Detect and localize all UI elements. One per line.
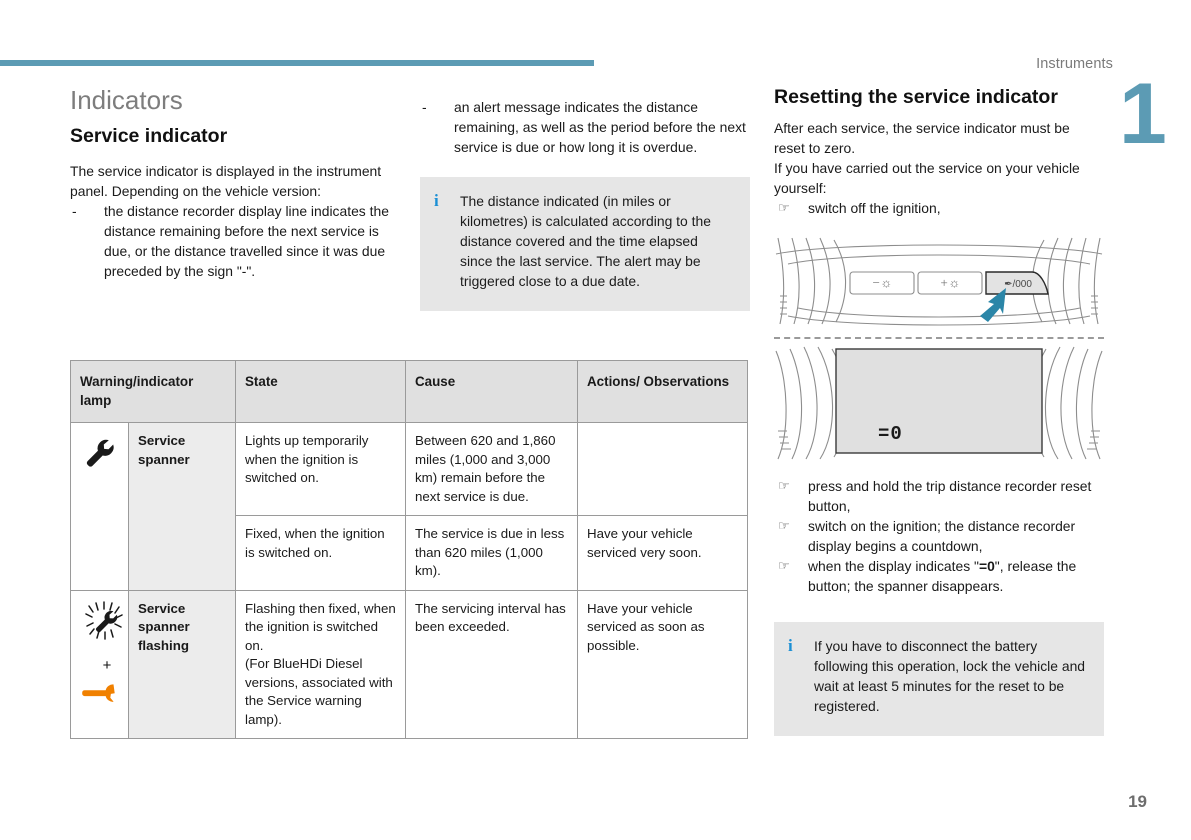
- blue-pointer-arrow: [980, 288, 1006, 323]
- list-item-text-before: when the display indicates ": [808, 558, 979, 575]
- right-column: Resetting the service indicator After ea…: [774, 86, 1104, 737]
- list-item-text: switch on the ignition; the distance rec…: [808, 518, 1076, 555]
- table-row: + Service spanner flashing Flashing then…: [70, 589, 748, 739]
- list-item-text: the distance recorder display line indic…: [104, 203, 389, 280]
- middle-bullet-list: - an alert message indicates the distanc…: [420, 97, 750, 157]
- list-item: ☞ switch off the ignition,: [774, 198, 1104, 218]
- col-header-lamp: Warning/indicator lamp: [70, 360, 236, 423]
- section-subtitle-service-indicator: Service indicator: [70, 124, 228, 147]
- table-row: Fixed, when the ignition is switched on.…: [71, 515, 748, 591]
- svg-text:✒/000: ✒/000: [1004, 279, 1032, 290]
- list-item-text-after: ", release the button; the spanner disap…: [808, 558, 1077, 595]
- lamp-icon-cell: +: [70, 589, 129, 739]
- display-value: =0: [878, 423, 903, 445]
- info-note-text: If you have to disconnect the battery fo…: [814, 638, 1086, 715]
- pointing-hand-icon: ☞: [778, 558, 790, 574]
- lamp-name-cell: Service spanner flashing: [128, 589, 236, 739]
- col-header-cause: Cause: [405, 360, 578, 423]
- instrument-display-illustration: =0: [774, 345, 1104, 469]
- svg-text:+☼: +☼: [940, 275, 961, 290]
- lamp-icon-cell: [70, 422, 129, 591]
- intro-paragraph: The service indicator is displayed in th…: [70, 163, 382, 200]
- cell-state: Lights up temporarily when the ignition …: [235, 422, 406, 516]
- info-icon: i: [788, 636, 793, 656]
- service-spanner-flashing-icon: [85, 600, 123, 640]
- pointing-hand-icon: ☞: [778, 478, 790, 494]
- list-item: ☞ press and hold the trip distance recor…: [774, 476, 1104, 516]
- table-row: Service spanner Lights up temporarily wh…: [70, 422, 748, 591]
- plus-separator: +: [102, 657, 112, 674]
- left-bullet-list: - the distance recorder display line ind…: [70, 201, 400, 281]
- list-item: - an alert message indicates the distanc…: [420, 97, 750, 157]
- page-number: 19: [1128, 792, 1147, 811]
- list-item: ☞ when the display indicates "=0", relea…: [774, 556, 1104, 596]
- orange-spanner-icon: [82, 683, 115, 702]
- header-accent-rule: [0, 60, 594, 66]
- illustration-separator: [774, 337, 1104, 340]
- increase-brightness-button[interactable]: +☼: [917, 271, 983, 295]
- info-icon: i: [434, 191, 439, 210]
- pointing-hand-icon: ☞: [778, 200, 790, 216]
- lamp-name-cell: Service spanner: [128, 422, 236, 591]
- col-header-actions: Actions/ Observations: [577, 360, 748, 423]
- running-head: Instruments: [1036, 56, 1113, 72]
- list-item-text: switch off the ignition,: [808, 200, 941, 217]
- info-note-text: The distance indicated (in miles or kilo…: [460, 193, 711, 289]
- instrument-panel-svg: −☼ +☼ ✒/000: [775, 238, 1103, 326]
- resetting-intro-paragraph: After each service, the service indicato…: [774, 120, 1080, 197]
- info-note-distance: i The distance indicated (in miles or ki…: [420, 177, 750, 311]
- dash-marker: -: [422, 99, 427, 115]
- cell-cause: The service is due in less than 620 mile…: [405, 515, 578, 591]
- section-subtitle-resetting: Resetting the service indicator: [774, 86, 1058, 108]
- reset-steps-after-list: ☞ press and hold the trip distance recor…: [774, 476, 1104, 596]
- pointing-hand-icon: ☞: [778, 518, 790, 534]
- dash-marker: -: [72, 203, 77, 220]
- page-title: Indicators: [70, 85, 183, 115]
- list-item: ☞ switch on the ignition; the distance r…: [774, 516, 1104, 556]
- reset-steps-before-list: ☞ switch off the ignition,: [774, 198, 1104, 218]
- middle-column: - an alert message indicates the distanc…: [420, 86, 750, 311]
- cell-cause: Between 620 and 1,860 miles (1,000 and 3…: [405, 422, 578, 516]
- info-note-battery: i If you have to disconnect the battery …: [774, 622, 1104, 737]
- cell-actions: Have your vehicle serviced very soon.: [577, 515, 748, 591]
- svg-text:−☼: −☼: [872, 275, 893, 290]
- cell-state: Fixed, when the ignition is switched on.: [235, 515, 406, 591]
- trip-reset-button[interactable]: ✒/000: [985, 271, 1049, 296]
- instrument-display-svg: =0: [775, 347, 1103, 460]
- list-item-text: press and hold the trip distance recorde…: [808, 478, 1092, 515]
- dim-brightness-button[interactable]: −☼: [849, 271, 915, 295]
- left-column: Indicators Service indicator The service…: [70, 86, 400, 281]
- cell-cause: The servicing interval has been exceeded…: [405, 589, 578, 739]
- warning-indicator-table: Warning/indicator lamp State Cause Actio…: [70, 360, 748, 739]
- table-header-row: Warning/indicator lamp State Cause Actio…: [70, 360, 748, 423]
- chapter-number-tab: 1: [1119, 66, 1167, 162]
- service-spanner-icon: [86, 439, 114, 467]
- display-screen: [835, 348, 1043, 455]
- cell-actions: [577, 422, 748, 516]
- col-header-state: State: [235, 360, 406, 423]
- cell-state: Flashing then fixed, when the ignition i…: [235, 589, 406, 739]
- instrument-panel-buttons-illustration: −☼ +☼ ✒/000: [774, 236, 1104, 332]
- cell-actions: Have your vehicle serviced as soon as po…: [577, 589, 748, 739]
- display-value-inline: =0: [978, 558, 995, 575]
- list-item-text: an alert message indicates the distance …: [454, 99, 746, 155]
- list-item: - the distance recorder display line ind…: [70, 201, 400, 281]
- flashing-spanner-wrap: +: [80, 600, 134, 710]
